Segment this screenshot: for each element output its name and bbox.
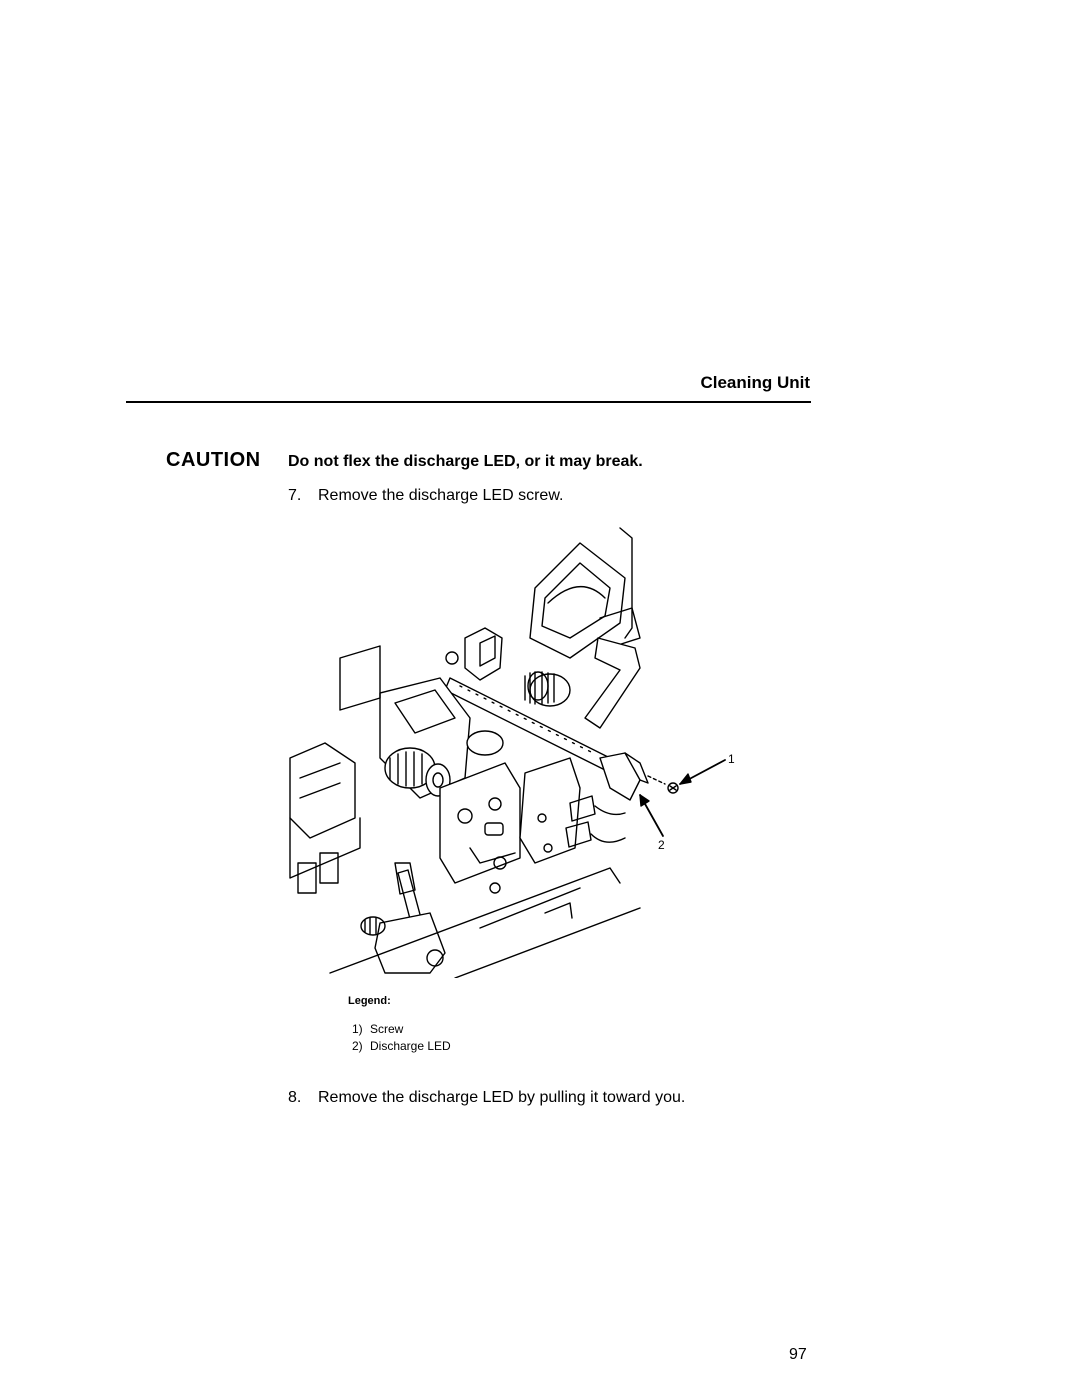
header-rule (126, 401, 811, 403)
step-7: 7. Remove the discharge LED screw. (288, 487, 563, 505)
cleaning-unit-illustration (289, 527, 726, 978)
step-number: 7. (288, 487, 302, 504)
step-text: Remove the discharge LED by pulling it t… (318, 1089, 686, 1106)
legend-item: 2) Discharge LED (352, 1039, 451, 1053)
legend-number: 2) (352, 1039, 363, 1053)
legend-title: Legend: (348, 995, 391, 1007)
callout-1: 1 (728, 752, 735, 766)
legend-text: Screw (370, 1022, 404, 1036)
step-8: 8. Remove the discharge LED by pulling it… (288, 1089, 685, 1107)
step-number: 8. (288, 1089, 302, 1106)
caution-text: Do not flex the discharge LED, or it may… (288, 453, 643, 470)
legend-text: Discharge LED (370, 1039, 451, 1053)
section-title: Cleaning Unit (700, 373, 810, 392)
callout-2: 2 (658, 838, 665, 852)
step-text: Remove the discharge LED screw. (318, 487, 564, 504)
legend-item: 1) Screw (352, 1022, 403, 1036)
legend-number: 1) (352, 1022, 363, 1036)
caution-label: CAUTION (166, 449, 261, 471)
page-number: 97 (789, 1346, 807, 1363)
